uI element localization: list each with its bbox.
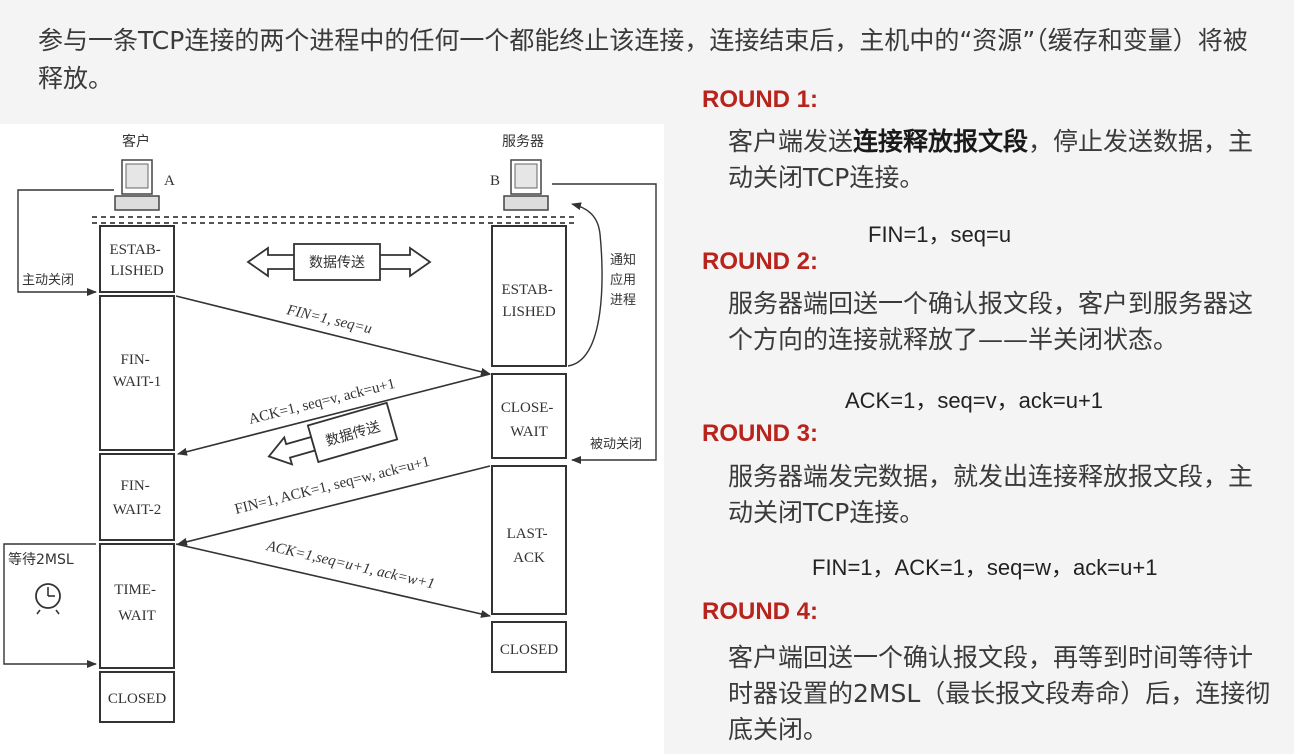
- round-1-heading: ROUND 1:: [702, 86, 819, 113]
- round-1-text-post: ，停止发送数据，主动关闭TCP连接。: [728, 127, 1254, 192]
- segment-label-fin-ack: FIN=1, ACK=1, seq=w, ack=u+1: [233, 454, 431, 518]
- round-3-description: 服务器端发完数据，就发出连接释放报文段，主动关闭TCP连接。: [728, 462, 1254, 527]
- segment-label-fin: FIN=1, seq=u: [284, 302, 373, 337]
- round-1-text-pre: 客户端发送: [728, 127, 854, 156]
- client-label: 客户: [122, 133, 150, 150]
- server-letter: B: [490, 173, 500, 189]
- wait-2msl-label: 等待2MSL: [8, 551, 74, 568]
- round-1-description: 客户端发送连接释放报文段，停止发送数据，主动关闭TCP连接。: [728, 124, 1276, 196]
- server-computer-icon: [503, 159, 549, 211]
- round-4-heading: ROUND 4:: [702, 598, 819, 625]
- data-transfer-double-arrow: [246, 243, 432, 281]
- client-state-box: [99, 295, 175, 451]
- server-state-close-wait: CLOSE- WAIT: [501, 400, 557, 440]
- server-state-box: [491, 225, 567, 367]
- client-state-fin-wait-1: FIN- WAIT-1: [113, 352, 162, 390]
- round-3-fields: FIN=1，ACK=1，seq=w，ack=u+1: [812, 555, 1158, 580]
- round-2-description: 服务器端回送一个确认报文段，客户到服务器这个方向的连接就释放了——半关闭状态。: [728, 289, 1254, 354]
- server-state-box: [491, 621, 567, 673]
- round-1-fields: FIN=1，seq=u: [868, 222, 1012, 247]
- clock-icon: [35, 583, 61, 615]
- data-transfer-arrow-left: 数据传送: [267, 401, 399, 466]
- client-state-box: [99, 671, 175, 723]
- passive-close-bracket: [552, 183, 657, 464]
- wait-2msl-bracket: [3, 543, 97, 668]
- server-state-box: [491, 373, 567, 459]
- server-state-closed: CLOSED: [500, 642, 559, 658]
- round-2-heading: ROUND 2:: [702, 248, 819, 275]
- client-state-column: [99, 225, 175, 723]
- segment-arrow-fin: [175, 295, 491, 376]
- passive-close-label: 被动关闭: [590, 437, 642, 452]
- server-state-column: [491, 225, 567, 673]
- data-transfer-label-1: 数据传送: [309, 255, 365, 271]
- client-state-box: [99, 453, 175, 541]
- tcp-teardown-diagram: 客户 服务器 A B ESTAB- LISHED FIN- WAIT-1 FIN…: [0, 124, 664, 754]
- segment-arrow-fin-ack: [177, 465, 491, 546]
- notify-app-curve: [567, 202, 603, 367]
- client-state-fin-wait-2: FIN- WAIT-2: [113, 478, 162, 518]
- segment-arrow-ack: [177, 373, 491, 456]
- round-2-fields: ACK=1，seq=v，ack=u+1: [845, 388, 1104, 413]
- client-state-time-wait: TIME- WAIT: [114, 582, 159, 624]
- client-letter: A: [164, 173, 175, 189]
- client-computer-icon: [114, 159, 160, 211]
- round-1-text-bold: 连接释放报文段: [853, 127, 1029, 156]
- notify-app-label: 通知 应用 进程: [610, 252, 640, 308]
- round-4-description: 客户端回送一个确认报文段，再等到时间等待计时器设置的2MSL（最长报文段寿命）后…: [728, 643, 1271, 744]
- active-close-label: 主动关闭: [22, 273, 74, 288]
- server-label: 服务器: [502, 134, 544, 150]
- segment-arrow-final-ack: [175, 543, 491, 618]
- client-state-closed: CLOSED: [108, 691, 167, 707]
- diagram-canvas: 客户 服务器 A B ESTAB- LISHED FIN- WAIT-1 FIN…: [3, 133, 657, 723]
- active-close-bracket: [17, 189, 114, 296]
- server-state-last-ack: LAST- ACK: [507, 526, 552, 566]
- client-state-box: [99, 225, 175, 293]
- server-state-established: ESTAB- LISHED: [501, 282, 556, 320]
- client-state-box: [99, 543, 175, 669]
- client-state-established: ESTAB- LISHED: [109, 242, 164, 279]
- round-3-heading: ROUND 3:: [702, 420, 819, 447]
- intro-text: 参与一条TCP连接的两个进程中的任何一个都能终止该连接，连接结束后，主机中的“资…: [38, 26, 1248, 93]
- server-state-box: [491, 465, 567, 615]
